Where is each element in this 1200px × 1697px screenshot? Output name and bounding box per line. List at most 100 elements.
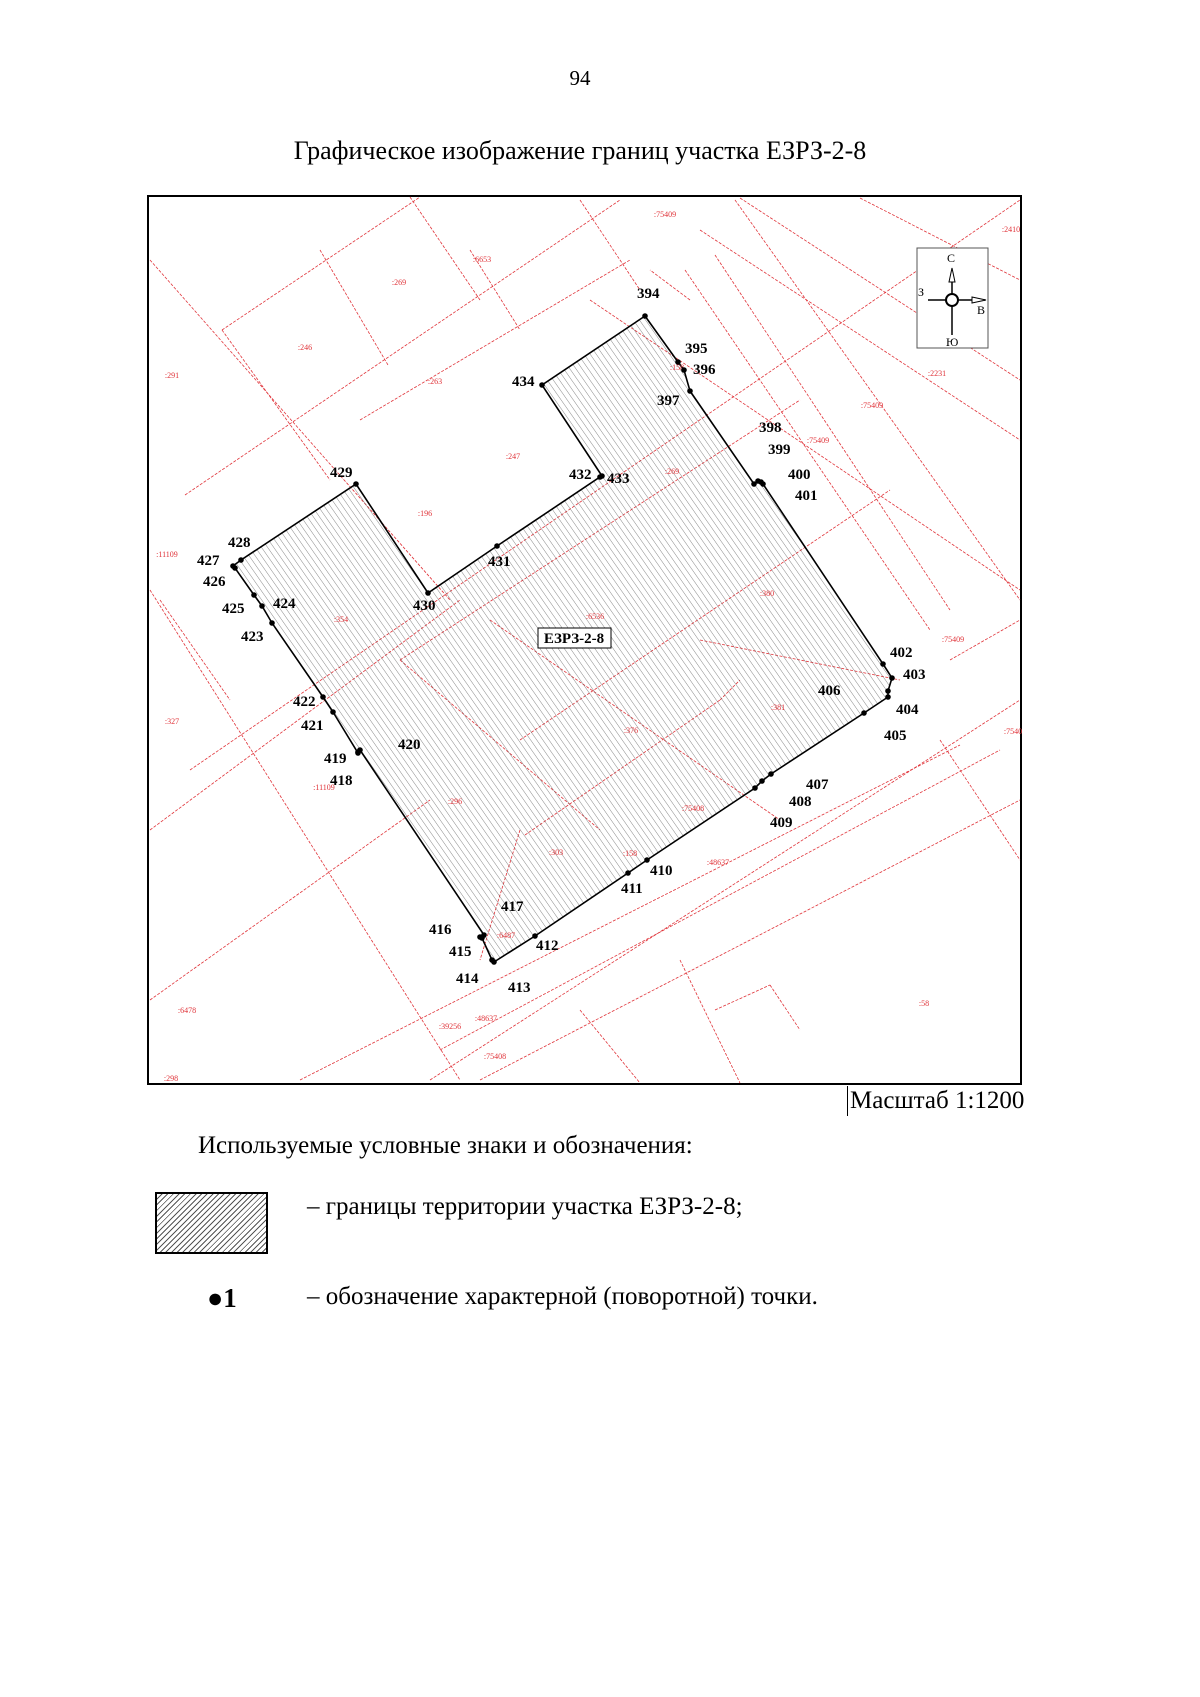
turning-points — [230, 313, 895, 965]
parcel-label: :376 — [624, 726, 638, 735]
parcel-label: :246 — [298, 343, 312, 352]
cadastral-line — [769, 984, 801, 1031]
point-label: 404 — [896, 702, 919, 718]
parcel-label: :263 — [428, 377, 442, 386]
legend-text-boundary: – границы территории участка ЕЗРЗ-2-8; — [307, 1193, 743, 1220]
parcel-label: :48637 — [707, 858, 729, 867]
turning-point — [768, 771, 774, 777]
point-label: 406 — [818, 683, 841, 699]
parcel-label: :381 — [771, 703, 785, 712]
cadastral-line — [149, 799, 431, 1001]
turning-point — [532, 933, 538, 939]
parcel-label: :75409 — [942, 635, 964, 644]
parcel-label: :48637 — [475, 1014, 497, 1023]
point-label: 394 — [637, 286, 660, 302]
turning-point — [751, 481, 757, 487]
point-label: 403 — [903, 667, 926, 683]
turning-point — [885, 688, 891, 694]
cadastral-line — [679, 959, 741, 1084]
point-label: 401 — [795, 488, 818, 504]
parcel-label: :291 — [165, 371, 179, 380]
point-label: 423 — [241, 629, 264, 645]
cadastral-line — [579, 1009, 641, 1084]
page-title: Графическое изображение границ участка Е… — [293, 136, 867, 165]
turning-point — [320, 694, 326, 700]
cadastral-line — [221, 196, 421, 331]
turning-point — [642, 313, 648, 319]
cadastral-line — [859, 197, 1021, 281]
point-label: 395 — [685, 341, 708, 357]
parcel-label: :247 — [506, 452, 520, 461]
point-label: 396 — [693, 362, 716, 378]
point-label: 430 — [413, 598, 436, 614]
point-label: 429 — [330, 465, 353, 481]
parcel-label: :2231 — [928, 369, 946, 378]
parcel-label: :354 — [334, 615, 348, 624]
turning-point — [259, 603, 265, 609]
parcel-label: :75408 — [484, 1052, 506, 1061]
turning-point — [599, 473, 605, 479]
turning-point — [681, 367, 687, 373]
point-label: 418 — [330, 773, 353, 789]
point-label: 399 — [768, 442, 791, 458]
cadastral-line — [479, 799, 1021, 1081]
parcel-labels: :75409:6653:269:246:291:263:247:2231:754… — [156, 210, 1022, 1083]
turning-point — [885, 694, 891, 700]
parcel-label: :6478 — [178, 1006, 196, 1015]
point-label: 422 — [293, 694, 316, 710]
turning-point — [760, 481, 766, 487]
cadastral-line — [469, 249, 521, 331]
turning-point — [238, 557, 244, 563]
point-label: 426 — [203, 574, 226, 590]
point-label: 409 — [770, 815, 793, 831]
turning-point — [687, 388, 693, 394]
cadastral-map: :75409:6653:269:246:291:263:247:2231:754… — [147, 195, 1022, 1085]
point-label: 424 — [273, 596, 296, 612]
turning-point — [251, 592, 257, 598]
parcel-label: :75408 — [682, 804, 704, 813]
turning-point — [752, 785, 758, 791]
parcel-label: :158 — [623, 849, 637, 858]
compass-north: С — [947, 251, 955, 265]
point-label: 432 — [569, 467, 592, 483]
point-label: 431 — [488, 554, 511, 570]
zone-label: ЕЗРЗ-2-8 — [537, 627, 612, 649]
cadastral-line — [149, 259, 451, 601]
parcel-label: :58 — [919, 999, 929, 1008]
map-scale: Масштаб 1:1200 — [847, 1086, 1024, 1116]
point-labels: 3943953963973983994004014024034044054064… — [197, 286, 926, 996]
cadastral-line — [684, 269, 931, 631]
cadastral-line — [359, 259, 631, 421]
point-label: 434 — [512, 374, 535, 390]
turning-point — [489, 957, 495, 963]
legend-text-point: – обозначение характерной (поворотной) т… — [307, 1283, 818, 1310]
point-label: 407 — [806, 777, 829, 793]
turning-point — [425, 590, 431, 596]
turning-point — [230, 563, 236, 569]
parcel-label: :269 — [392, 278, 406, 287]
parcel-label: :75409 — [861, 401, 883, 410]
parcel-label: :11109 — [313, 783, 335, 792]
cadastral-line — [221, 329, 331, 481]
cadastral-line — [299, 744, 961, 1081]
cadastral-line — [939, 739, 1021, 861]
cadastral-line — [739, 197, 1021, 381]
parcel-label: :196 — [418, 509, 432, 518]
cadastral-line — [734, 199, 1021, 601]
cadastral-lines — [149, 196, 1021, 1084]
parcel-label: :296 — [448, 797, 462, 806]
parcel-label: :269 — [665, 467, 679, 476]
point-label: 412 — [536, 938, 559, 954]
point-label: 417 — [501, 899, 524, 915]
parcel-label: :158 — [670, 363, 684, 372]
legend-hatch-swatch — [155, 1192, 268, 1254]
cadastral-line — [579, 199, 641, 291]
turning-point — [880, 661, 886, 667]
turning-point — [759, 778, 765, 784]
turning-point — [330, 709, 336, 715]
turning-point — [889, 675, 895, 681]
parcel-label: :380 — [760, 589, 774, 598]
parcel-label: :2410 — [1002, 225, 1020, 234]
cadastral-line — [714, 254, 951, 611]
legend-title: Используемые условные знаки и обозначени… — [198, 1132, 693, 1159]
